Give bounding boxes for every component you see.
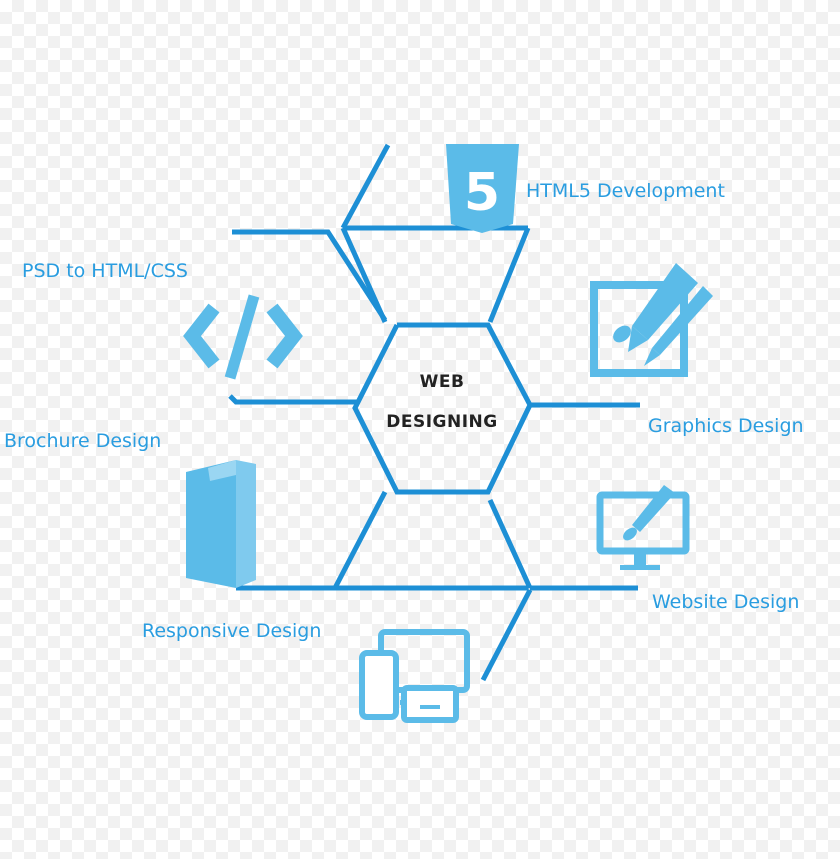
center-title-line1: WEB (419, 372, 465, 392)
pen-brush-canvas-icon (590, 263, 713, 377)
center-title-line2: DESIGNING (386, 412, 498, 432)
label-graphics-design: Graphics Design (648, 415, 804, 437)
html5-badge-text: 5 (464, 163, 500, 223)
center-hexagon (352, 322, 533, 495)
spoke-html5 (340, 143, 391, 230)
connector-lower-left (332, 490, 388, 590)
outer-hexagon-right-lower (487, 498, 533, 590)
devices-icon (359, 629, 470, 723)
label-responsive-design: Responsive Design (142, 620, 322, 642)
spoke-responsive (480, 588, 533, 682)
label-website-design: Website Design (652, 591, 800, 613)
monitor-brush-icon (596, 485, 690, 570)
label-psd-to-html-css: PSD to HTML/CSS (22, 260, 188, 282)
code-brackets-icon (183, 294, 303, 380)
label-html5-development: HTML5 Development (526, 180, 725, 202)
spoke-psd-bottom (228, 394, 357, 405)
connector-upper-right (487, 227, 531, 323)
brochure-icon (186, 460, 256, 588)
html5-logo-icon: 5 (446, 144, 519, 233)
spoke-psd (232, 229, 388, 322)
label-brochure-design: Brochure Design (4, 430, 162, 452)
